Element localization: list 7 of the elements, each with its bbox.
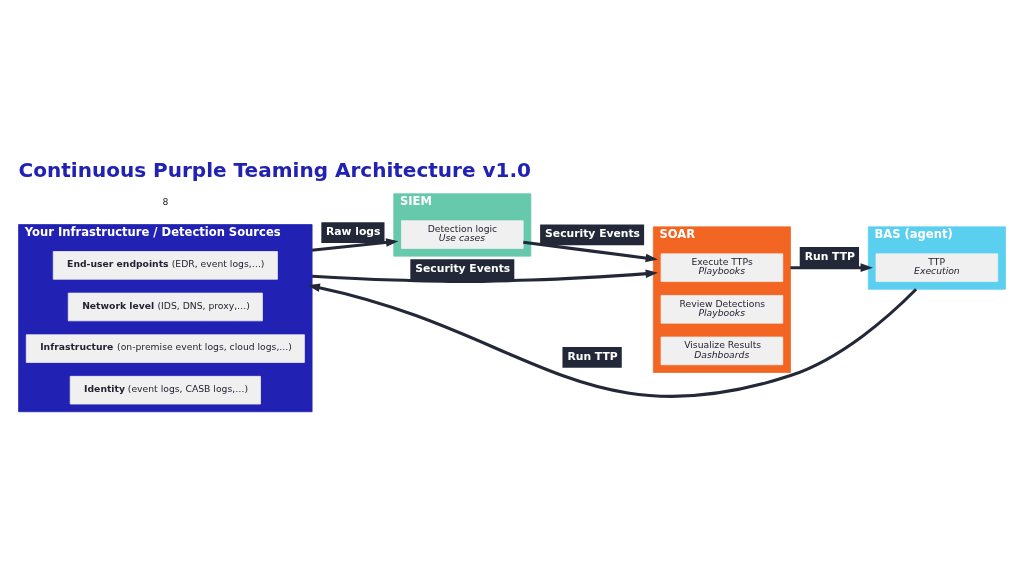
diagram-title: Continuous Purple Teaming Architecture v1.0	[18, 157, 532, 182]
edge-label: Run TTP	[804, 249, 855, 263]
edge-label: Raw logs	[325, 224, 381, 238]
label: 8	[162, 195, 169, 207]
edge-label: Run TTP	[567, 349, 618, 363]
edge-label: Security Events	[415, 261, 511, 275]
edge-label: Security Events	[545, 226, 641, 240]
